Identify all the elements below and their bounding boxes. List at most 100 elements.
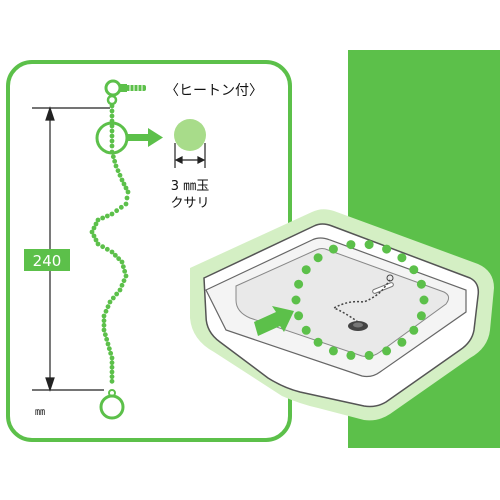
sink-ring-dot: [291, 295, 301, 305]
sink-arrow-icon: [254, 306, 294, 336]
chain-bead: [124, 195, 130, 201]
chain-bead: [114, 208, 120, 214]
length-box: [24, 249, 70, 271]
chain-bead: [106, 346, 112, 352]
sink-ring-dot: [294, 279, 304, 289]
chain-bead: [122, 268, 128, 274]
chain-bead: [109, 211, 115, 217]
callout-arrow-icon: [128, 128, 163, 147]
sink-ring-dot: [313, 253, 323, 263]
chain-bead: [109, 355, 115, 361]
chain-bead: [109, 249, 115, 255]
chain-bead: [104, 246, 110, 252]
chain-bead: [109, 369, 115, 375]
chain-label: クサリ: [170, 196, 209, 211]
chain-bead: [109, 364, 115, 370]
chain-bead: [100, 215, 106, 221]
sink-ring-dot: [328, 346, 338, 356]
chain-bead: [109, 113, 115, 119]
sink-ring-dot: [346, 350, 356, 360]
chain-bead: [110, 295, 116, 301]
chain-bead: [120, 264, 126, 270]
chain-bead: [109, 118, 115, 124]
chain-bead: [103, 308, 109, 314]
chain-bead: [109, 138, 115, 144]
sink-ring-dot: [397, 337, 407, 347]
chain-bead: [110, 154, 116, 160]
chain-bead: [123, 185, 129, 191]
chain-bead: [114, 291, 120, 297]
chain-bead: [117, 287, 123, 293]
sink-ring-dot: [346, 240, 356, 250]
sink-ring-dot: [301, 265, 311, 275]
ring-icon: [99, 394, 125, 420]
chain-bead: [109, 133, 115, 139]
chain-bead: [119, 282, 125, 288]
chain-bead: [91, 225, 97, 231]
chain-bead: [123, 201, 129, 207]
chain-bead: [112, 252, 118, 258]
chain-bead: [89, 229, 95, 235]
chain-bead: [104, 213, 110, 219]
ball-size-indicator: [174, 143, 206, 168]
chain-bead: [123, 273, 129, 279]
chain-bead: [101, 318, 107, 324]
chain-bead: [121, 181, 127, 187]
chain-bead: [118, 204, 124, 210]
chain-bead: [104, 336, 110, 342]
chain-bead: [101, 313, 107, 319]
length-value: 240: [33, 252, 62, 270]
chain-bead: [109, 103, 115, 109]
enlarged-ball: [174, 119, 206, 151]
chain-bead: [112, 158, 118, 164]
sink-ring-dot: [382, 244, 392, 254]
chain-bead: [116, 256, 122, 262]
chain-bead: [105, 341, 111, 347]
chain-bead: [109, 123, 115, 129]
sink-ring-dot: [301, 325, 311, 335]
chain-bead: [125, 189, 131, 195]
sink-ring-dot: [294, 311, 304, 321]
chain-bead: [101, 322, 107, 328]
eye-screw-icon: [104, 79, 146, 106]
sink-dots: [291, 240, 429, 360]
chain-bead: [117, 172, 123, 178]
chain-bead: [109, 378, 115, 384]
chain-bead: [107, 299, 113, 305]
sink-ring-dot: [364, 240, 374, 250]
sink-ring-dot: [409, 325, 419, 335]
chain-bead: [113, 163, 119, 169]
sink-ring-dot: [419, 295, 429, 305]
sink-ring-dot: [409, 265, 419, 275]
sink-illustration: [190, 209, 494, 421]
chain-bead: [119, 259, 125, 265]
chain-bead: [102, 332, 108, 338]
sink-ring-dot: [416, 311, 426, 321]
chain-bead: [95, 241, 101, 247]
chain-bead: [109, 128, 115, 134]
chain-bead: [109, 374, 115, 380]
chain-bead: [93, 221, 99, 227]
sink-ring-dot: [313, 337, 323, 347]
sink-ring-dot: [328, 244, 338, 254]
chain-bead: [121, 278, 127, 284]
chain-bead: [95, 217, 101, 223]
chain-bead: [109, 360, 115, 366]
chain-bead: [93, 237, 99, 243]
chain-bead: [115, 168, 121, 174]
chain-dots: [89, 103, 131, 384]
chain-bead: [101, 327, 107, 333]
chain-bead: [100, 244, 106, 250]
chain-bead: [109, 108, 115, 114]
chain-bead: [105, 304, 111, 310]
chain-bead: [119, 177, 125, 183]
sink-ring-dot: [397, 253, 407, 263]
heaton-label: 〈ヒートン付〉: [165, 83, 263, 99]
overflow-slot: [372, 282, 394, 294]
ball-size-label: 3 ㎜玉: [171, 179, 209, 194]
ring-connector: [108, 389, 116, 397]
chain-bead: [108, 350, 114, 356]
chain-bead: [109, 149, 115, 155]
unit-label: ㎜: [35, 407, 45, 418]
